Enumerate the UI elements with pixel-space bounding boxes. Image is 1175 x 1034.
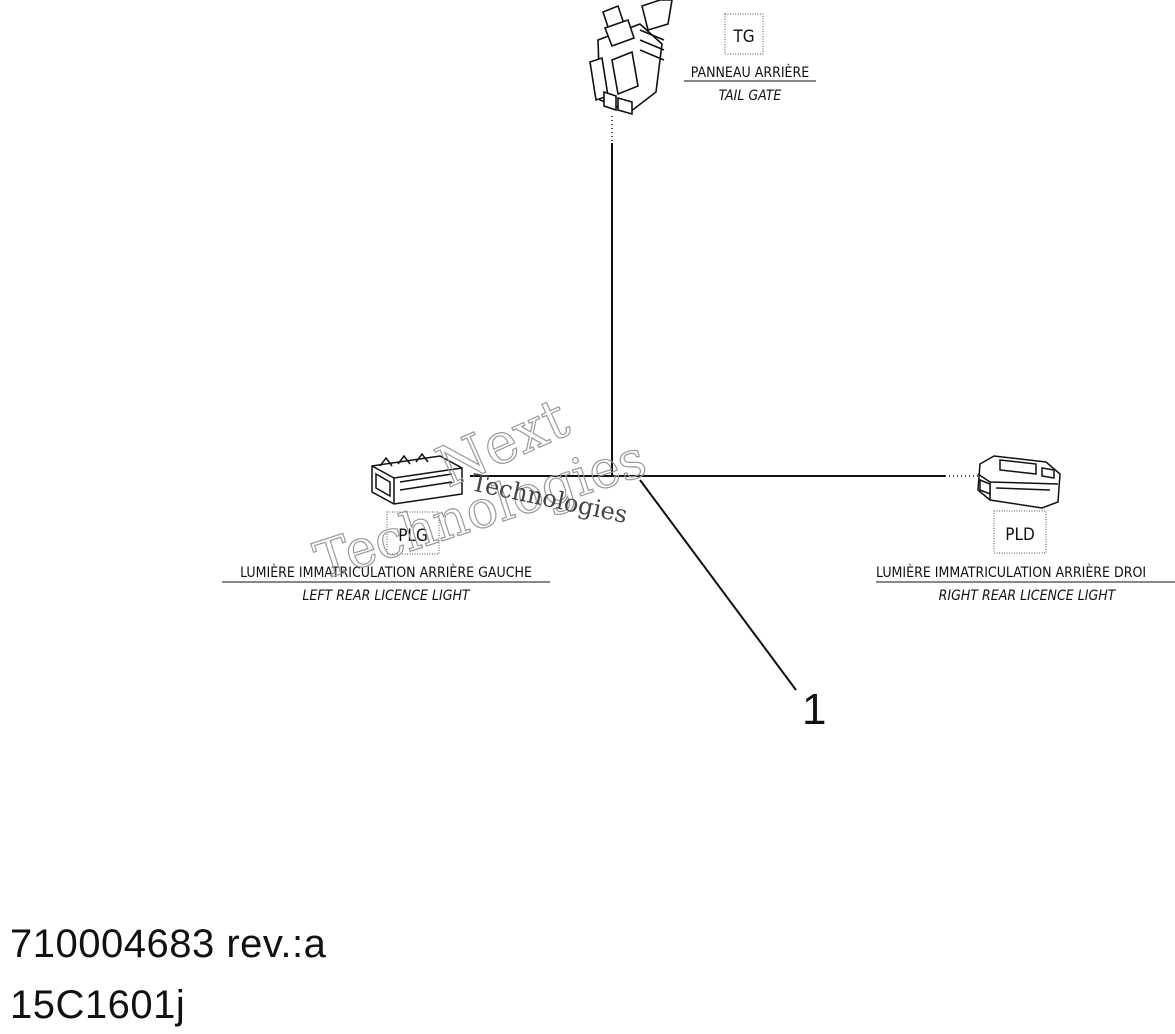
left-rear-label-en: LEFT REAR LICENCE LIGHT (302, 588, 471, 604)
tail-gate-label-fr: PANNEAU ARRIÈRE (691, 64, 809, 81)
drawing-code: 15C1601j (10, 983, 186, 1027)
tail-gate-code-box (724, 13, 764, 55)
tail-gate-label-en: TAIL GATE (719, 88, 782, 104)
left-rear-code-box (386, 511, 440, 555)
right-rear-code-box (993, 510, 1047, 554)
right-rear-code: PLD (1005, 525, 1035, 545)
watermark: Next Technologies Technologies (307, 385, 654, 593)
right-rear-label-fr: LUMIÈRE IMMATRICULATION ARRIÈRE DROI (876, 564, 1146, 581)
callout-number: 1 (802, 685, 826, 734)
tail-gate-code: TG (732, 27, 754, 47)
harness-wires (470, 116, 978, 691)
tail-gate-connector-icon (589, 0, 673, 116)
right-rear-connector-icon (977, 455, 1061, 509)
left-rear-connector-icon (371, 452, 463, 505)
callout-leader-line (639, 479, 797, 691)
left-rear-code: PLG (398, 526, 428, 546)
right-rear-label-en: RIGHT REAR LICENCE LIGHT (939, 588, 1117, 604)
part-number: 710004683 rev.:a (10, 922, 327, 966)
left-rear-label-fr: LUMIÈRE IMMATRICULATION ARRIÈRE GAUCHE (240, 564, 532, 581)
